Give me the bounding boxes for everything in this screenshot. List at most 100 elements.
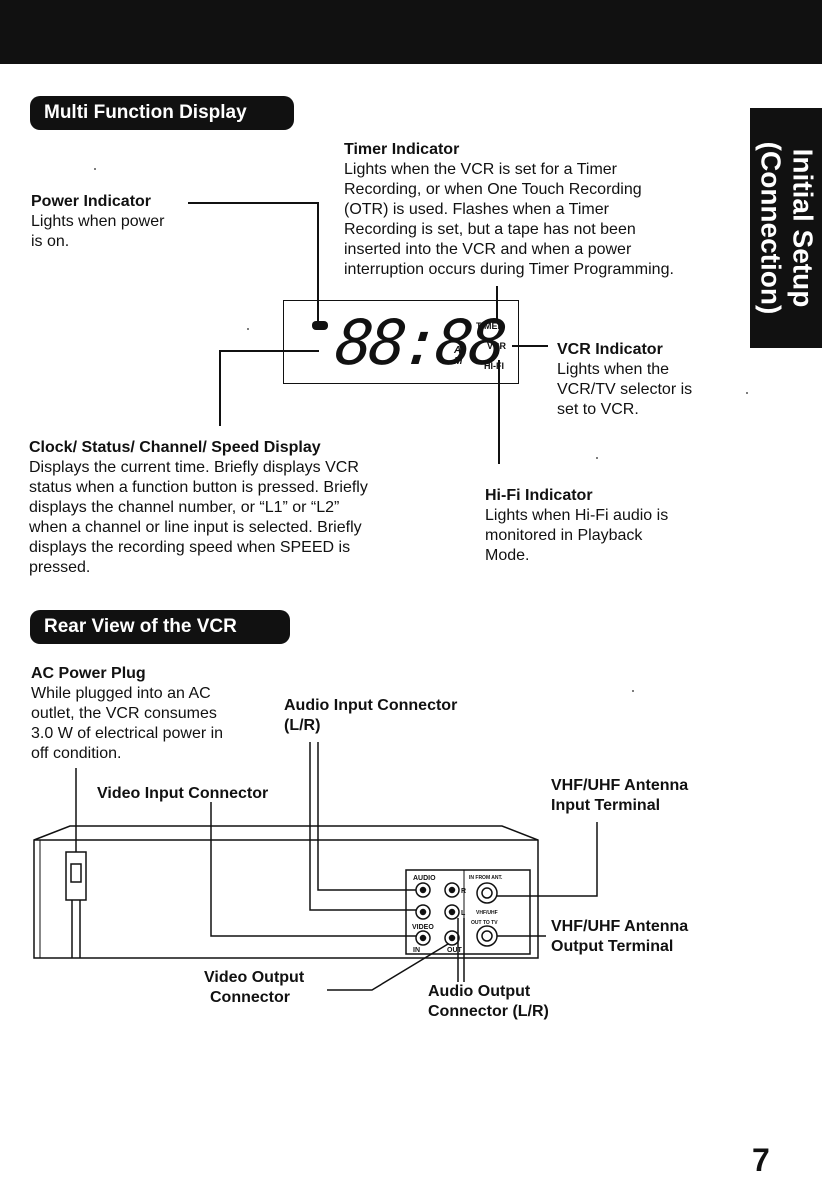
ac-plug-line: off condition. <box>31 745 122 762</box>
ac-plug-line: outlet, the VCR consumes <box>31 705 217 722</box>
ac-plug-prong <box>70 863 82 883</box>
video-input-label: Video Input Connector <box>97 785 269 802</box>
power-indicator-line: Lights when power <box>31 213 165 230</box>
ac-plug-line: 3.0 W of electrical power in <box>31 725 224 742</box>
vhf-output-label: VHF/UHF Antenna <box>551 918 689 935</box>
audio-output-label: Audio Output <box>428 983 531 1000</box>
audio-input-label: Audio Input Connector <box>284 697 458 714</box>
power-indicator-callout: Power Indicator Lights when power is on. <box>31 192 201 252</box>
speck <box>247 328 249 330</box>
timer-indicator-line: inserted into the VCR and when a power <box>344 241 632 258</box>
vcr-lcd-tag: VCR <box>487 341 507 351</box>
panel-from-ant-label: IN FROM ANT. <box>469 875 503 881</box>
panel-out-to-tv-label: OUT TO TV <box>471 920 498 926</box>
hifi-lcd-tag: HI-FI <box>484 361 504 371</box>
power-indicator-line: is on. <box>31 233 70 250</box>
ac-plug-line: While plugged into an AC <box>31 685 211 702</box>
antenna-in-terminal-inner <box>481 887 493 899</box>
vhf-input-label: VHF/UHF Antenna <box>551 777 689 794</box>
audio-output-callout: Audio Output Connector (L/R) <box>428 982 598 1022</box>
clock-display-title: Clock/ Status/ Channel/ Speed Display <box>29 439 321 456</box>
power-indicator-title: Power Indicator <box>31 193 152 210</box>
ac-plug-icon <box>65 851 87 901</box>
audio-out-l-jack-center <box>448 908 456 916</box>
video-output-leader <box>327 943 449 991</box>
audio-output-sub: Connector (L/R) <box>428 1003 549 1020</box>
vhf-output-sub: Output Terminal <box>551 938 674 955</box>
speck <box>746 392 748 394</box>
vcr-indicator-line: set to VCR. <box>557 401 639 418</box>
timer-indicator-line: Recording is set, but a tape has not bee… <box>344 221 636 238</box>
vhf-output-callout: VHF/UHF Antenna Output Terminal <box>551 917 751 957</box>
vcr-indicator-line: Lights when the <box>557 361 670 378</box>
clock-display-line: displays the channel number, or “L1” or … <box>29 499 340 516</box>
speck <box>94 168 96 170</box>
audio-in-l-jack-center <box>419 908 427 916</box>
clock-display-line: when a channel or line input is selected… <box>29 519 362 536</box>
am-pm-indicator: A M <box>454 345 462 367</box>
antenna-in-terminal <box>476 882 498 904</box>
antenna-out-terminal-inner <box>481 930 493 942</box>
timer-indicator-callout: Timer Indicator Lights when the VCR is s… <box>344 140 744 280</box>
audio-in-r-jack-center <box>419 886 427 894</box>
section-title-multi-function-display: Multi Function Display <box>30 96 294 130</box>
timer-lcd-tag: TIMER <box>476 321 504 331</box>
audio-out-r-jack <box>444 882 460 898</box>
panel-vhf-label: VHF/UHF <box>476 910 498 916</box>
clock-display-line: displays the recording speed when SPEED … <box>29 539 351 556</box>
pm-indicator: M <box>454 356 463 367</box>
clock-display-line: pressed. <box>29 559 91 576</box>
audio-out-r-jack-center <box>448 886 456 894</box>
panel-r-label: R <box>461 888 466 895</box>
vhf-input-leader <box>497 822 598 897</box>
power-leader-line <box>188 202 318 204</box>
vhf-input-callout: VHF/UHF Antenna Input Terminal <box>551 776 751 816</box>
vcr-indicator-callout: VCR Indicator Lights when the VCR/TV sel… <box>557 340 747 420</box>
video-output-sub: Connector <box>210 989 290 1006</box>
video-in-jack <box>415 930 431 946</box>
video-in-jack-center <box>419 934 427 942</box>
antenna-out-terminal <box>476 925 498 947</box>
hifi-indicator-line: monitored in Playback <box>485 527 643 544</box>
hifi-indicator-callout: Hi-Fi Indicator Lights when Hi-Fi audio … <box>485 486 725 566</box>
hifi-indicator-line: Lights when Hi-Fi audio is <box>485 507 669 524</box>
power-leader-line <box>317 202 319 322</box>
connector-panel <box>405 869 531 955</box>
clock-leader-line <box>219 350 319 352</box>
audio-input-leader-r <box>317 742 416 891</box>
video-output-callout: Video Output Connector <box>204 968 334 1008</box>
panel-l-label: L <box>461 910 466 917</box>
timer-indicator-title: Timer Indicator <box>344 141 460 158</box>
hifi-leader-line <box>498 360 500 464</box>
top-header-bar <box>0 0 822 64</box>
power-led-icon <box>312 321 328 330</box>
clock-display-line: status when a function button is pressed… <box>29 479 368 496</box>
panel-video-label: VIDEO <box>412 924 434 931</box>
hifi-indicator-title: Hi-Fi Indicator <box>485 487 593 504</box>
speck <box>632 690 634 692</box>
panel-out-label: OUT <box>447 947 463 954</box>
timer-indicator-line: (OTR) is used. Flashes when a Timer <box>344 201 609 218</box>
vcr-leader-line <box>512 345 548 347</box>
vcr-indicator-line: VCR/TV selector is <box>557 381 693 398</box>
am-indicator: A <box>454 345 462 356</box>
audio-input-sub: (L/R) <box>284 717 321 734</box>
section-title-rear-view: Rear View of the VCR <box>30 610 290 644</box>
lcd-display-panel: 88:88 A M TIMER VCR HI-FI <box>283 300 519 384</box>
timer-indicator-line: interruption occurs during Timer Program… <box>344 261 674 278</box>
audio-input-callout: Audio Input Connector (L/R) <box>284 696 504 736</box>
clock-display-callout: Clock/ Status/ Channel/ Speed Display Di… <box>29 438 449 578</box>
video-out-jack <box>444 930 460 946</box>
timer-indicator-line: Recording, or when One Touch Recording <box>344 181 642 198</box>
ac-plug-callout: AC Power Plug While plugged into an AC o… <box>31 664 271 764</box>
speck <box>596 457 598 459</box>
video-output-label: Video Output <box>204 969 305 986</box>
clock-display-line: Displays the current time. Briefly displ… <box>29 459 359 476</box>
ac-plug-title: AC Power Plug <box>31 665 146 682</box>
audio-out-l-jack <box>444 904 460 920</box>
video-out-jack-center <box>448 934 456 942</box>
timer-indicator-line: Lights when the VCR is set for a Timer <box>344 161 617 178</box>
audio-in-l-jack <box>415 904 431 920</box>
timer-leader-line <box>496 286 498 322</box>
hifi-indicator-line: Mode. <box>485 547 530 564</box>
